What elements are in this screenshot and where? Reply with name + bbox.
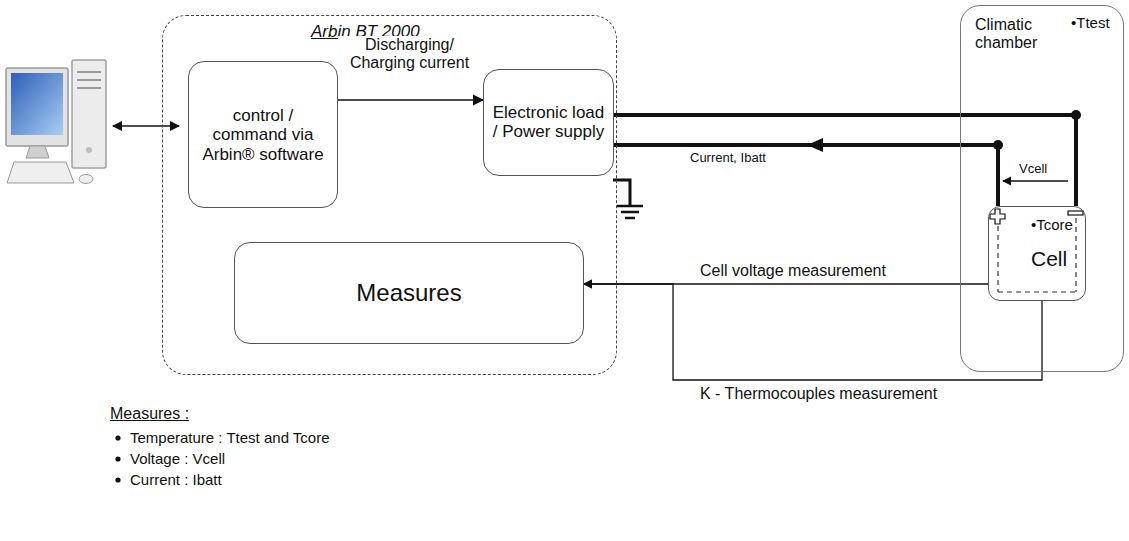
ground-symbol — [613, 180, 643, 218]
measures-box: Measures — [234, 242, 584, 344]
ground-wire — [613, 180, 630, 206]
bullet — [115, 435, 120, 440]
list-item: Current : Ibatt — [130, 471, 222, 488]
bullet — [115, 477, 120, 482]
edge-label: Cell voltage measurement — [700, 262, 886, 280]
list-heading: Measures : — [110, 405, 189, 423]
edge-label: Current, Ibatt — [690, 151, 766, 166]
connector — [614, 138, 998, 206]
keyboard — [7, 162, 74, 183]
screen — [11, 73, 63, 135]
node-text: •Ttest — [1071, 14, 1110, 31]
connector-line — [338, 99, 483, 101]
voltage-label: Vcell — [1019, 162, 1047, 177]
list-item: Temperature : Ttest and Tcore — [130, 429, 330, 446]
drive-slot — [77, 87, 101, 89]
voltage-arrow — [1003, 180, 1068, 181]
ground-bar — [617, 205, 643, 208]
connector-line — [614, 115, 1076, 206]
link-arrow — [113, 125, 179, 127]
battery-cell: •TcoreCell — [988, 206, 1086, 301]
bullet — [115, 456, 120, 461]
computer-icon — [6, 60, 106, 184]
plus-terminal — [990, 209, 1005, 224]
monitor — [6, 68, 68, 146]
edge-label: Discharging/ Charging current — [338, 36, 481, 73]
node-text: Climatic chamber — [975, 16, 1067, 53]
dashed-line — [1075, 218, 1076, 292]
node-text: •Tcore — [1031, 216, 1073, 233]
cell-internals — [990, 209, 1083, 292]
tower — [72, 60, 106, 168]
edge-label: K - Thermocouples measurement — [700, 385, 937, 403]
list-item: Voltage : Vcell — [130, 450, 225, 467]
ground-bar — [621, 211, 639, 214]
bullets — [115, 435, 120, 482]
drive-slot — [77, 79, 101, 81]
connector — [614, 115, 1076, 206]
monitor-stand — [26, 146, 49, 158]
connector — [584, 284, 1042, 380]
node-text: Cell — [1031, 247, 1067, 271]
minus-terminal — [1068, 211, 1083, 215]
dashed-line — [998, 291, 1076, 292]
node-text: Measures — [235, 279, 583, 307]
climatic-chamber: Climatic chamber•Ttest •TcoreCell — [960, 5, 1124, 372]
node-text: Electronic load / Power supply — [484, 103, 613, 142]
power-button — [86, 147, 92, 153]
drive-slot — [77, 71, 101, 73]
node-text: control / command via Arbin® software — [189, 105, 337, 164]
arrowhead — [807, 138, 823, 152]
process-box: control / command via Arbin® software — [188, 61, 338, 208]
ground-bar — [625, 217, 635, 220]
connector-line — [614, 145, 998, 206]
mouse — [79, 175, 93, 184]
connector — [338, 100, 483, 101]
dashed-line — [997, 226, 998, 292]
connector-line — [584, 284, 1042, 380]
process-box: Electronic load / Power supply — [483, 69, 614, 176]
